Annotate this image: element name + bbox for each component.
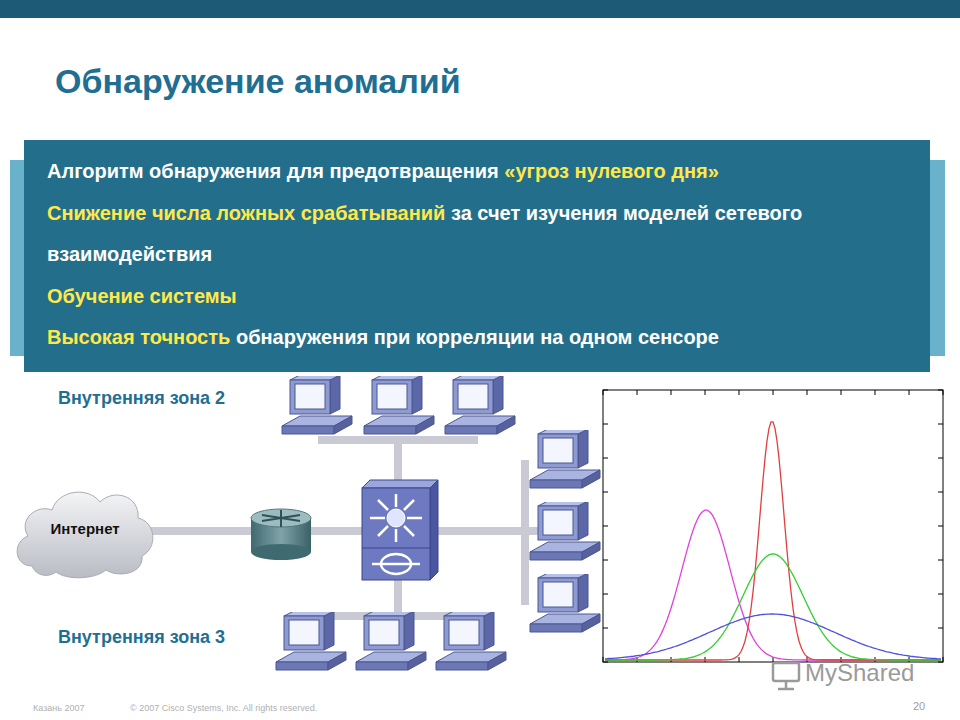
- distribution-curve: [605, 510, 941, 660]
- feature-line: Обучение системы: [47, 276, 918, 318]
- feature-line: Высокая точность обнаружения при корреляц…: [47, 317, 918, 359]
- axis-tick: [938, 560, 943, 561]
- axis-tick: [603, 526, 608, 527]
- axis-tick: [603, 458, 608, 459]
- highlight-text: Снижение числа ложных срабатываний: [47, 202, 445, 224]
- distribution-chart: [603, 390, 943, 662]
- axis-tick: [909, 390, 910, 395]
- axis-tick: [705, 390, 706, 395]
- axis-tick: [938, 662, 943, 663]
- axis-tick: [739, 390, 740, 395]
- feature-line: Снижение числа ложных срабатыванийза сче…: [47, 193, 862, 276]
- page-number: 20: [913, 700, 925, 712]
- axis-tick: [938, 526, 943, 527]
- computer-icons: [276, 375, 600, 670]
- highlight-text: Высокая точность: [47, 326, 230, 348]
- axis-tick: [807, 390, 808, 395]
- router-icon: [251, 509, 311, 560]
- watermark-logo: [773, 663, 799, 689]
- cloud-label: Интернет: [50, 520, 119, 537]
- axis-tick: [671, 390, 672, 395]
- highlight-text: Обучение системы: [47, 285, 237, 307]
- switch-icon: [362, 480, 438, 580]
- copyright-note: © 2007 Cisco Systems, Inc. All rights re…: [130, 703, 317, 713]
- zone-label: Внутренняя зона 3: [58, 627, 225, 648]
- footer-note: Казань 2007: [33, 703, 84, 713]
- axis-tick: [938, 492, 943, 493]
- network-wires: [150, 440, 545, 618]
- axis-tick: [938, 424, 943, 425]
- axis-tick: [603, 594, 608, 595]
- axis-tick: [938, 458, 943, 459]
- watermark: MyShared: [805, 659, 914, 687]
- axis-tick: [938, 390, 943, 391]
- axis-tick: [603, 424, 608, 425]
- distribution-curve: [605, 614, 941, 659]
- axis-tick: [603, 662, 608, 663]
- axis-tick: [773, 390, 774, 395]
- axis-tick: [875, 390, 876, 395]
- axis-tick: [603, 492, 608, 493]
- axis-tick: [603, 390, 608, 391]
- feature-line: Алгоритм обнаружения для предотвращения«…: [47, 151, 918, 193]
- body-text: Алгоритм обнаружения для предотвращения: [47, 160, 499, 182]
- axis-tick: [637, 390, 638, 395]
- zone-label: Внутренняя зона 2: [58, 388, 225, 409]
- axis-tick: [603, 657, 604, 662]
- axis-tick: [938, 628, 943, 629]
- axis-tick: [603, 390, 604, 395]
- axis-tick: [938, 594, 943, 595]
- distribution-curve: [605, 422, 941, 660]
- feature-panel: Алгоритм обнаружения для предотвращения«…: [24, 140, 930, 372]
- axis-tick: [841, 390, 842, 395]
- distribution-curve: [605, 554, 941, 660]
- slide-title: Обнаружение аномалий: [55, 62, 461, 101]
- axis-tick: [603, 560, 608, 561]
- axis-tick: [943, 657, 944, 662]
- highlight-text: «угроз нулевого дня»: [504, 160, 718, 182]
- body-text: обнаружения при корреляции на одном сенс…: [236, 326, 719, 348]
- axis-tick: [739, 657, 740, 662]
- internet-cloud: Интернет: [10, 478, 160, 582]
- axis-tick: [943, 390, 944, 395]
- axis-tick: [603, 628, 608, 629]
- top-bar: [0, 0, 960, 18]
